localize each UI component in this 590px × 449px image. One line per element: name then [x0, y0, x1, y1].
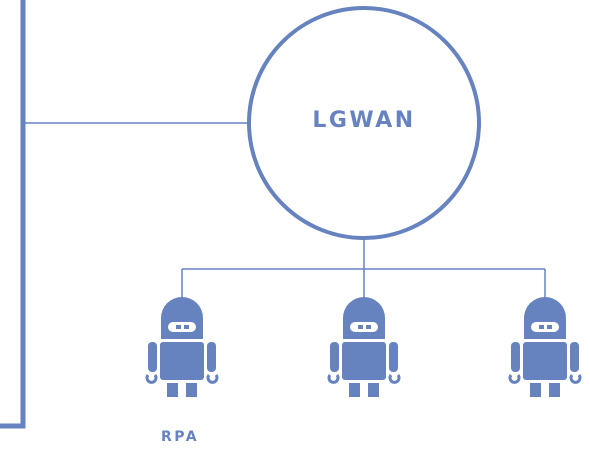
robot-icon-3 — [508, 295, 582, 399]
network-label: LGWAN — [312, 108, 416, 133]
robot-icon-1 — [145, 295, 219, 399]
robot-group-label: RPA — [160, 429, 200, 445]
robot-icon-2 — [327, 295, 401, 399]
left-bracket-line — [0, 0, 26, 429]
